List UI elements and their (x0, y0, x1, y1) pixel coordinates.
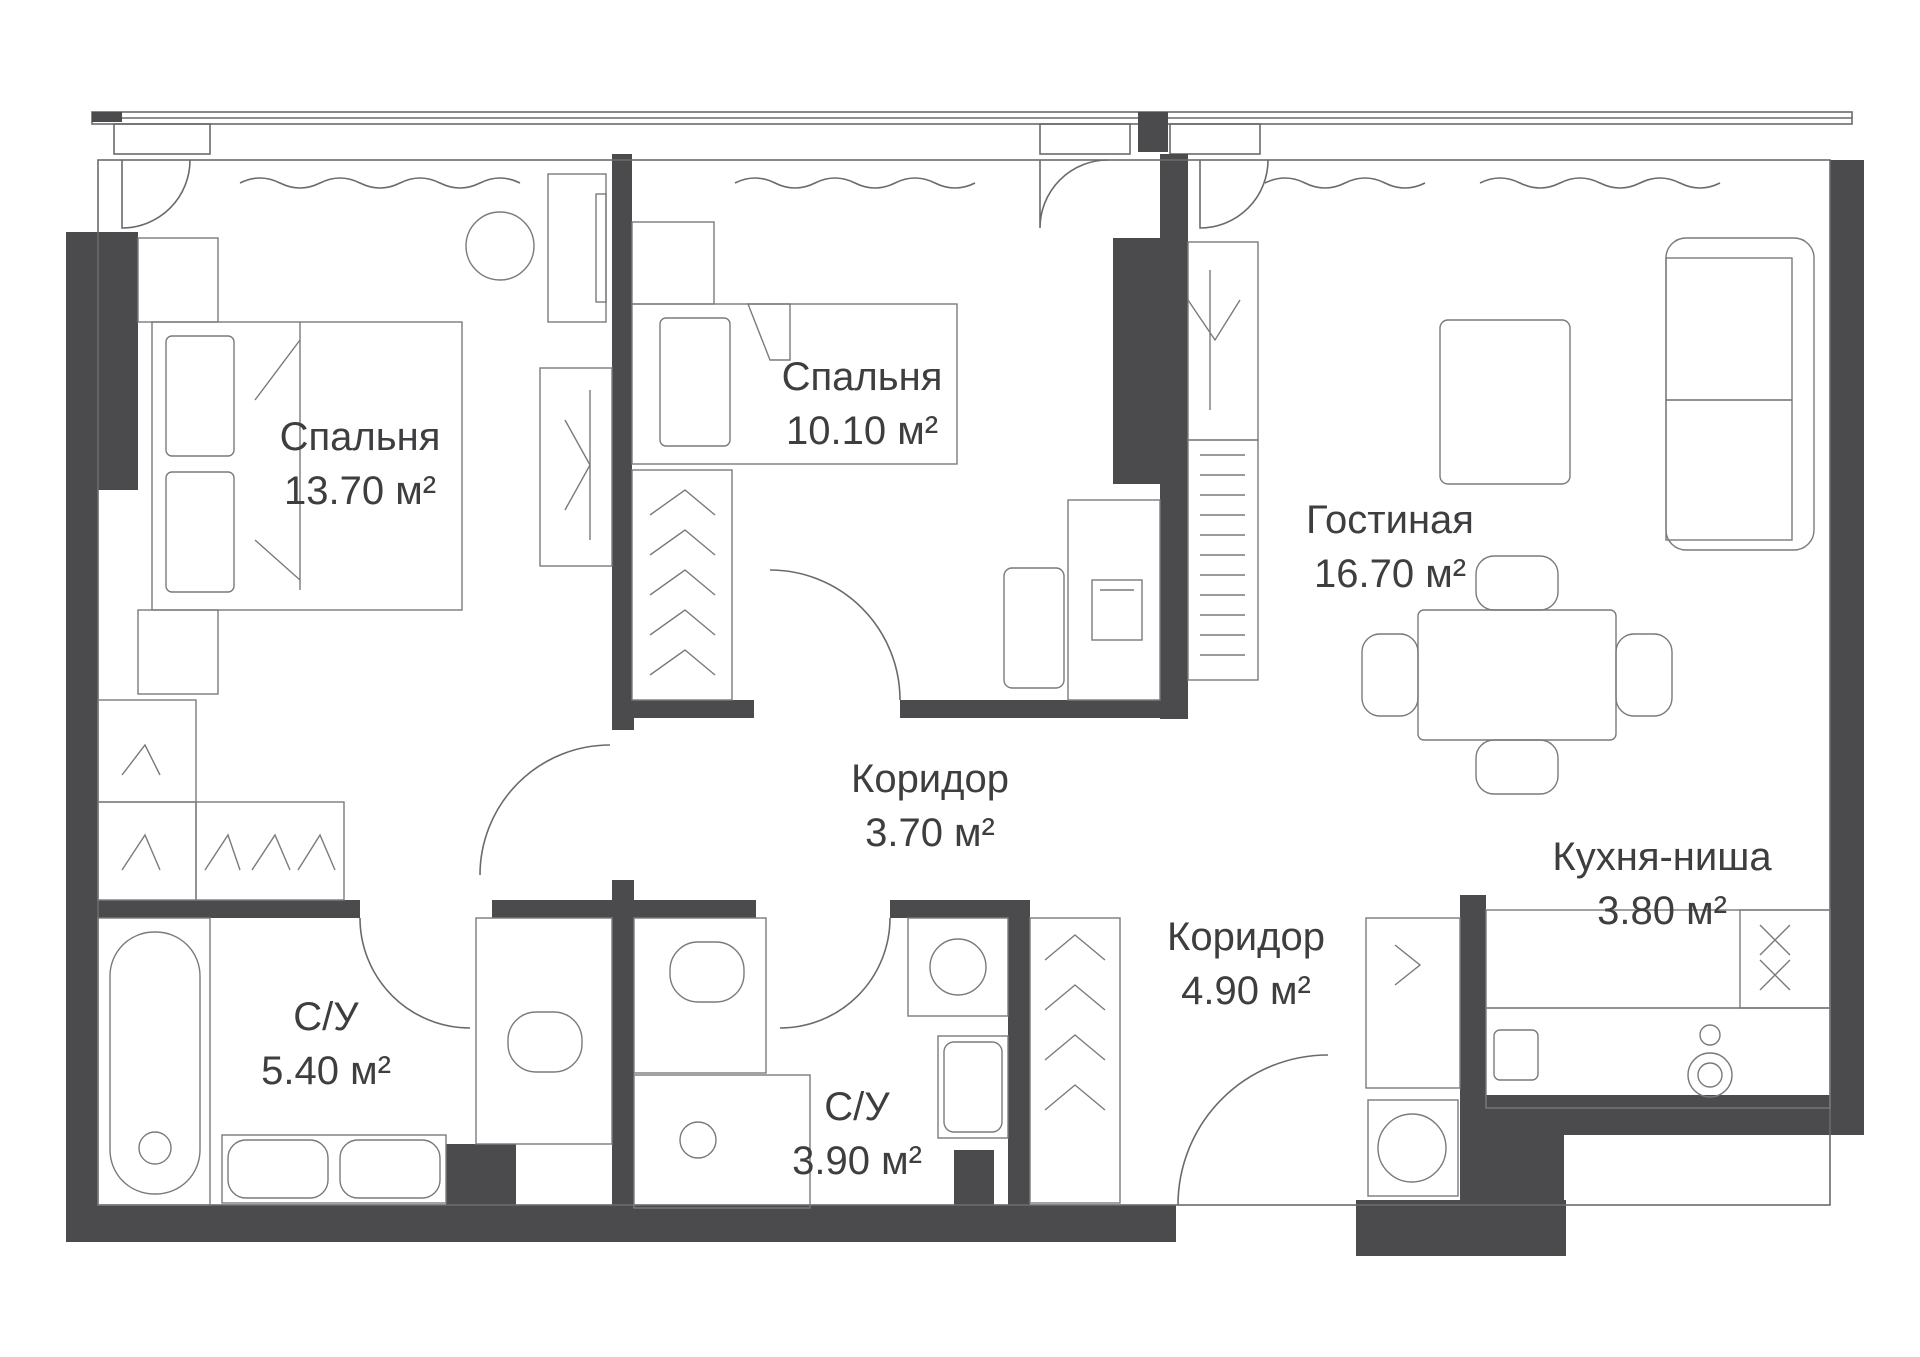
room-label-bedroom1: Спальня 13.70 м² (280, 410, 441, 518)
room-label-living: Гостиная 16.70 м² (1306, 493, 1474, 601)
walls (66, 112, 1864, 1256)
bathtub-icon (97, 917, 211, 1206)
bed-icon (137, 237, 463, 695)
toilet-icon (475, 917, 613, 1145)
room-area: 5.40 м² (261, 1049, 391, 1093)
room-name: С/У (293, 995, 359, 1039)
desk-icon (1003, 499, 1161, 701)
room-area: 3.90 м² (792, 1139, 922, 1183)
wardrobe-hanger-icon (1187, 241, 1259, 441)
room-name: Спальня (781, 355, 943, 399)
wardrobe-hanger-icon (1029, 917, 1121, 1204)
room-label-bath2: С/У 3.90 м² (792, 1080, 922, 1188)
room-name: Спальня (279, 415, 441, 459)
toilet-icon (633, 917, 767, 1074)
sink-icon (1493, 1029, 1539, 1081)
room-name: Коридор (851, 757, 1009, 801)
radiator-icon (239, 177, 1721, 189)
wardrobe-hanger-icon (631, 469, 733, 701)
dishwasher-icon (1759, 924, 1791, 991)
room-area: 3.80 м² (1597, 889, 1727, 933)
rug-icon (1439, 319, 1571, 485)
sink-icon (937, 1035, 1009, 1139)
washing-machine-icon (907, 917, 1009, 1017)
interior-outline (97, 159, 1831, 1206)
room-area: 3.70 м² (865, 811, 995, 855)
bookshelf-icon (1187, 439, 1259, 681)
room-label-bedroom2: Спальня 10.10 м² (782, 350, 943, 458)
room-area: 4.90 м² (1181, 969, 1311, 1013)
room-label-kitchen: Кухня-ниша 3.80 м² (1552, 830, 1771, 938)
sofa-icon (1665, 237, 1815, 551)
dining-table-icon (1361, 555, 1673, 795)
sink-icon (221, 1134, 447, 1204)
room-name: С/У (824, 1085, 890, 1129)
room-name: Кухня-ниша (1552, 835, 1772, 879)
desk-icon (547, 173, 607, 323)
bed-icon (631, 221, 958, 465)
kitchen-counter (1485, 909, 1831, 1109)
room-label-corridor1: Коридор 3.70 м² (851, 752, 1009, 860)
room-area: 16.70 м² (1313, 552, 1467, 596)
room-name: Гостиная (1306, 498, 1474, 542)
laptop-icon (1091, 579, 1143, 641)
room-label-corridor2: Коридор 4.90 м² (1167, 910, 1325, 1018)
round-table-icon (465, 211, 535, 281)
door-swing-icon (121, 159, 1329, 1206)
stove-icon (1687, 1024, 1733, 1098)
room-label-bath1: С/У 5.40 м² (261, 990, 391, 1098)
room-area: 10.10 м² (785, 409, 939, 453)
room-name: Коридор (1167, 915, 1325, 959)
wardrobe-hanger-icon (97, 367, 613, 901)
shower-icon (633, 1074, 811, 1209)
room-area: 13.70 м² (283, 469, 437, 513)
window-strip (91, 111, 1853, 155)
shoe-rack-icon (1365, 917, 1461, 1197)
